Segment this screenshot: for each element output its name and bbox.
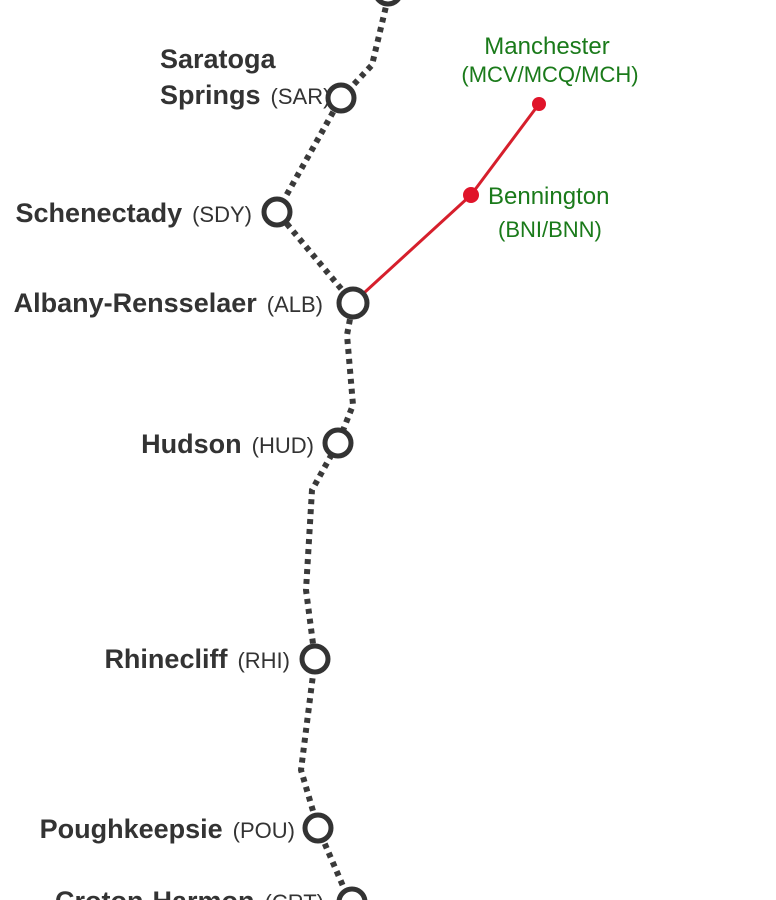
station-code-saratoga: (SAR)	[271, 84, 331, 109]
branch-name-bennington: Bennington	[488, 183, 609, 210]
station-name-saratoga-line1: Saratoga	[160, 44, 277, 74]
branch-stop-marker-manchester[interactable]	[532, 97, 546, 111]
station-code-poughkeepsie: (POU)	[233, 818, 295, 843]
branch-stop-marker-bennington[interactable]	[463, 187, 479, 203]
station-code-schenectady: (SDY)	[192, 202, 252, 227]
branch-code-bennington: (BNI/BNN)	[498, 217, 602, 242]
station-label-schenectady: Schenectady (SDY)	[16, 198, 252, 228]
station-marker-hudson[interactable]	[322, 427, 354, 459]
station-name-schenectady: Schenectady	[16, 198, 183, 228]
branch-name-manchester: Manchester	[484, 33, 609, 60]
station-marker-rhinecliff[interactable]	[299, 643, 331, 675]
station-name-poughkeepsie: Poughkeepsie	[40, 814, 223, 844]
station-label-rhinecliff: Rhinecliff (RHI)	[104, 644, 290, 674]
station-label-hudson: Hudson (HUD)	[141, 429, 314, 459]
station-marker-saratoga[interactable]	[325, 82, 357, 114]
station-marker-top[interactable]	[375, 0, 401, 7]
station-code-croton: (CRT)	[265, 890, 324, 900]
station-marker-croton[interactable]	[336, 886, 368, 900]
station-code-rhinecliff: (RHI)	[237, 648, 290, 673]
station-marker-schenectady[interactable]	[261, 196, 293, 228]
station-name-rhinecliff: Rhinecliff	[104, 644, 228, 674]
station-label-albany: Albany-Rensselaer (ALB)	[14, 288, 323, 318]
station-name-hudson: Hudson	[141, 429, 242, 459]
station-label-saratoga-line2: Springs (SAR)	[160, 80, 330, 110]
station-label-saratoga: Saratoga	[160, 44, 277, 74]
station-code-albany: (ALB)	[267, 292, 323, 317]
station-name-saratoga-line2: Springs	[160, 80, 261, 110]
branch-code-manchester: (MCV/MCQ/MCH)	[461, 62, 638, 87]
station-marker-poughkeepsie[interactable]	[302, 812, 334, 844]
station-marker-albany[interactable]	[336, 286, 370, 320]
station-code-hudson: (HUD)	[252, 433, 314, 458]
station-label-poughkeepsie: Poughkeepsie (POU)	[40, 814, 295, 844]
station-name-albany: Albany-Rensselaer	[14, 288, 258, 318]
station-label-croton: Croton-Harmon (CRT)	[55, 886, 324, 900]
station-name-croton: Croton-Harmon	[55, 886, 254, 900]
main-line-dotted	[273, 0, 391, 900]
